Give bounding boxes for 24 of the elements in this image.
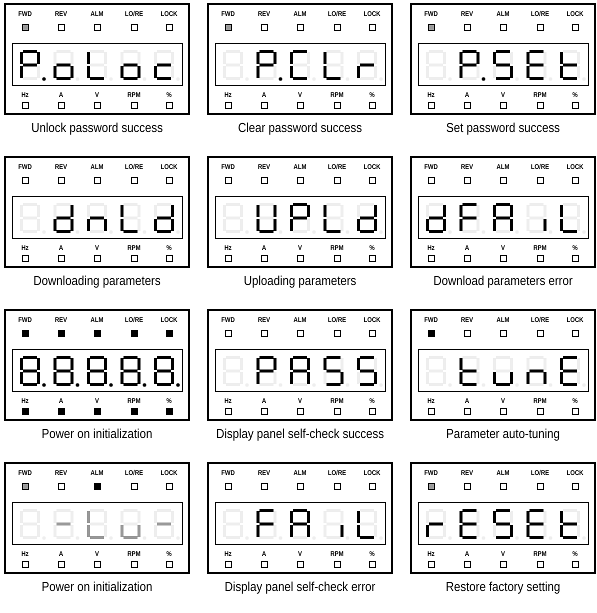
node-label: Parameter auto-tuning (446, 426, 560, 441)
display-panel (4, 156, 190, 268)
display-panel (207, 309, 393, 421)
node-label: Download parameters error (433, 273, 573, 288)
display-panel (4, 3, 190, 115)
node-label: Restore factory setting (446, 579, 560, 594)
display-panel (207, 3, 393, 115)
node-label: Display panel self-check error (224, 579, 376, 594)
display-panel (410, 3, 596, 115)
display-panel (207, 462, 393, 574)
node-label: Downloading parameters (33, 273, 161, 288)
display-panel (4, 309, 190, 421)
node-label: Power on initialization (42, 426, 152, 441)
node-label: Power on initialization (42, 579, 152, 594)
display-panel (410, 156, 596, 268)
display-panel (4, 462, 190, 574)
node-label: Set password success (446, 120, 560, 135)
node-label: Clear password success (238, 120, 362, 135)
display-panel (410, 462, 596, 574)
display-panel (410, 309, 596, 421)
node-label: Unlock password success (31, 120, 163, 135)
node-label: Display panel self-check success (216, 426, 384, 441)
display-panel (207, 156, 393, 268)
node-label: Uploading parameters (244, 273, 356, 288)
